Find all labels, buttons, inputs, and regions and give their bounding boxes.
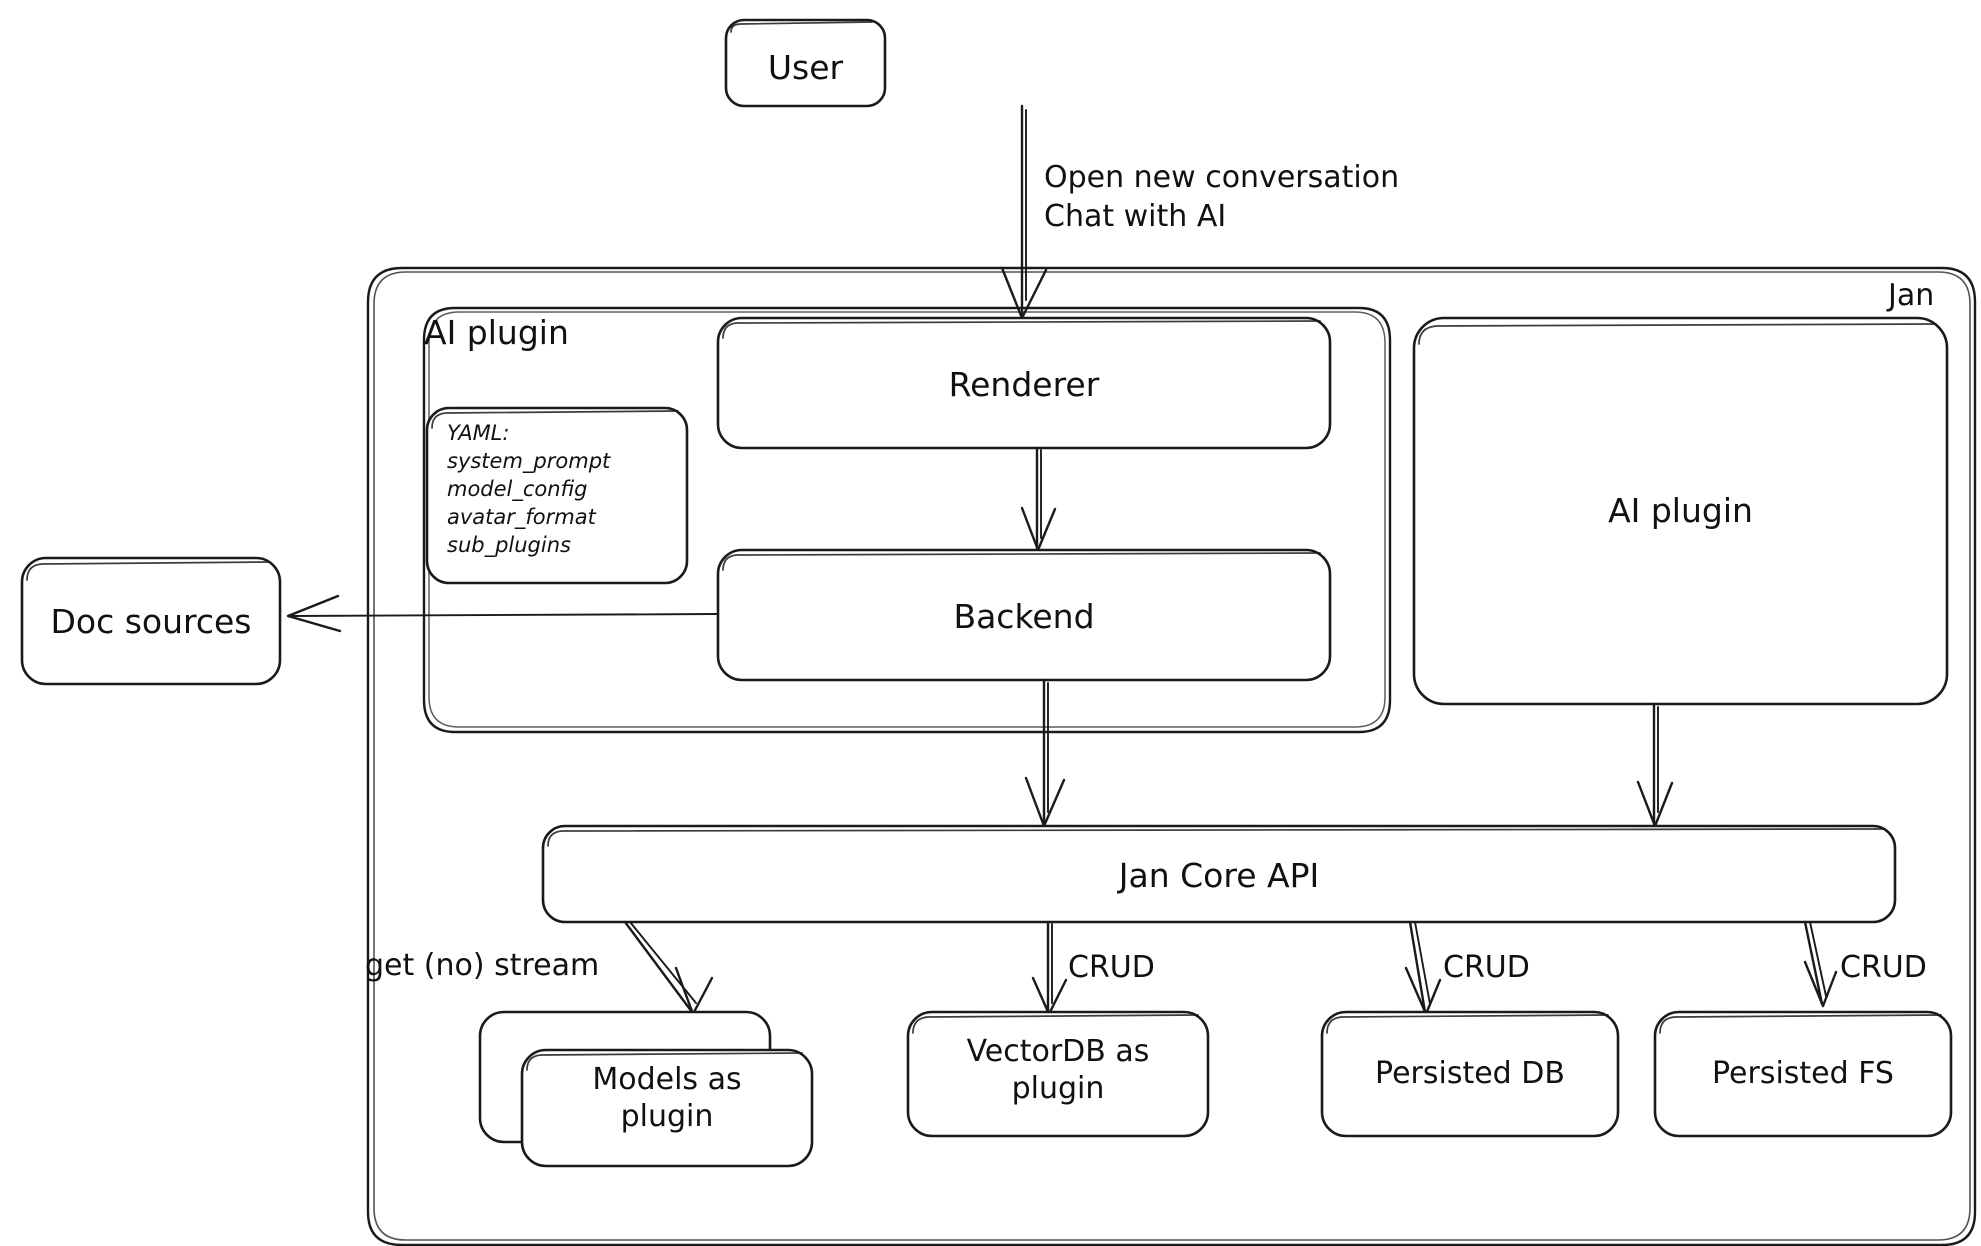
ai-plugin-node-hit[interactable] — [1414, 318, 1947, 704]
doc-sources-node-box[interactable] — [20, 556, 282, 686]
ai-plugin-group-outline — [422, 306, 1392, 734]
persisted-fs-node-box-ghost — [1659, 1014, 1942, 1034]
user-node-box-ghost — [730, 21, 873, 33]
ai-plugin-group-outline-2 — [428, 311, 1386, 728]
backend-node-box[interactable] — [716, 548, 1332, 682]
edge-core-to-models-arrowhead — [674, 966, 714, 1016]
jan-container-outline — [366, 266, 1977, 1246]
models-as-plugin-node-hit[interactable] — [522, 1050, 812, 1166]
persisted-fs-node-hit[interactable] — [1655, 1012, 1951, 1136]
edge-renderer-to-backend-arrowhead — [1020, 506, 1057, 552]
ai-plugin-node-box-ghost — [1418, 323, 1937, 345]
edge-core-to-models-2 — [629, 921, 697, 1004]
models-as-plugin-node-box[interactable] — [520, 1048, 814, 1168]
vectordb-as-plugin-node-hit[interactable] — [908, 1012, 1208, 1136]
jan-core-api-node-hit[interactable] — [543, 826, 1895, 922]
yaml-card-box-ghost — [431, 410, 679, 429]
edge-core-to-persisted-db — [1408, 920, 1427, 1014]
backend-node-hit[interactable] — [718, 550, 1330, 680]
doc-sources-node-hit[interactable] — [22, 558, 280, 684]
jan-core-api-node-box[interactable] — [541, 824, 1897, 924]
user-node-box[interactable] — [724, 18, 887, 108]
persisted-fs-node-box[interactable] — [1653, 1010, 1953, 1138]
persisted-db-node-hit[interactable] — [1322, 1012, 1618, 1136]
jan-container-outline-2 — [373, 271, 1971, 1241]
edge-backend-to-doc-sources-arrowhead — [286, 594, 342, 633]
user-node-hit[interactable] — [726, 20, 885, 106]
persisted-db-node-box-ghost — [1326, 1014, 1609, 1034]
renderer-node-box[interactable] — [716, 316, 1332, 450]
ai-plugin-node-box[interactable] — [1412, 316, 1949, 706]
edge-backend-to-doc-sources — [289, 613, 719, 617]
models-as-plugin-node-box-ghost — [526, 1052, 803, 1071]
vectordb-as-plugin-node-box-ghost — [912, 1014, 1199, 1034]
edge-core-to-persisted-fs — [1803, 920, 1824, 1006]
edge-core-to-persisted-db-2 — [1414, 921, 1431, 1005]
renderer-node-hit[interactable] — [718, 318, 1330, 448]
persisted-db-node-box[interactable] — [1320, 1010, 1620, 1138]
edge-core-to-vectordb-arrowhead — [1031, 976, 1068, 1016]
renderer-node-box-ghost — [722, 320, 1321, 339]
doc-sources-node-box-ghost — [26, 561, 271, 581]
edge-core-to-persisted-db-arrowhead — [1404, 966, 1442, 1016]
edge-user-to-renderer-arrowhead — [1000, 266, 1048, 320]
jan-core-api-node-box-ghost — [547, 828, 1885, 847]
edge-core-to-persisted-fs-arrowhead — [1803, 960, 1838, 1008]
vectordb-as-plugin-node-box[interactable] — [906, 1010, 1210, 1138]
yaml-card-box — [425, 406, 689, 585]
backend-node-box-ghost — [722, 552, 1321, 571]
edge-core-to-models — [623, 920, 694, 1014]
edge-core-to-persisted-fs-2 — [1809, 921, 1827, 997]
